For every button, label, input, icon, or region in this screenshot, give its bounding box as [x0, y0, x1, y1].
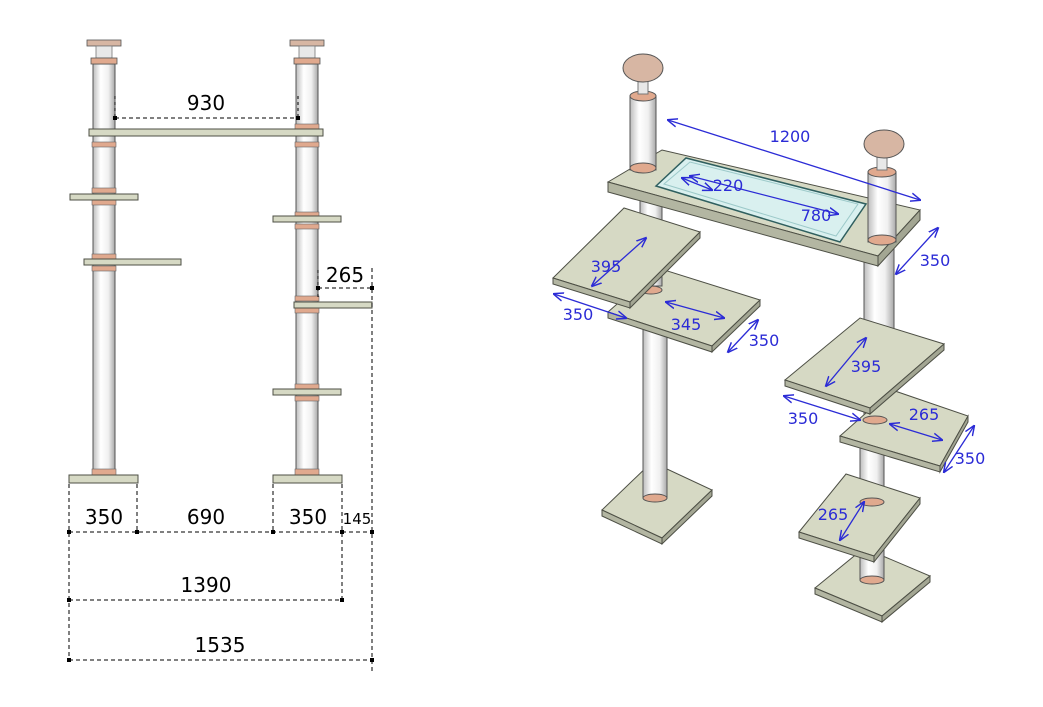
dim-right-mid-width: 265 — [909, 405, 940, 424]
front-shelves — [68, 128, 373, 484]
front-view: 930 265 350 690 350 145 1390 1535 — [67, 39, 374, 672]
dim-base-right: 350 — [289, 505, 327, 529]
dim-window-width: 220 — [713, 176, 744, 195]
iso-right-upper-shelf — [783, 245, 946, 416]
dim-window-length: 780 — [801, 206, 832, 225]
dim-top-length: 1200 — [770, 127, 811, 146]
dim-left-upper-depth: 395 — [591, 257, 622, 276]
dim-right-low-depth: 265 — [818, 505, 849, 524]
iso-left-top-post — [622, 53, 664, 174]
dim-right-mid-depth: 350 — [955, 449, 986, 468]
dim-base-gap: 690 — [187, 505, 225, 529]
front-dimensions — [68, 96, 373, 672]
dim-side-shelf: 265 — [326, 263, 364, 287]
iso-dimension-labels: 1200 220 780 350 395 350 345 350 395 350… — [563, 127, 986, 524]
dim-right-shelf-depth: 395 — [851, 357, 882, 376]
dim-top-span: 930 — [187, 91, 225, 115]
dim-outer-total: 1535 — [195, 633, 246, 657]
dim-left-upper-side: 350 — [563, 305, 594, 324]
iso-left-base — [601, 461, 713, 546]
dim-top-depth: 350 — [920, 251, 951, 270]
dim-left-lower-depth: 350 — [749, 331, 780, 350]
dim-left-lower-width: 345 — [671, 315, 702, 334]
dim-right-shelf-side: 350 — [788, 409, 819, 428]
front-right-post — [289, 39, 325, 477]
front-left-post — [86, 39, 122, 477]
front-dimension-ticks — [67, 116, 374, 662]
dim-inner-total: 1390 — [181, 573, 232, 597]
iso-view: 1200 220 780 350 395 350 345 350 395 350… — [553, 53, 986, 624]
dim-overhang: 145 — [343, 510, 372, 528]
dim-base-left: 350 — [85, 505, 123, 529]
iso-dimension-arrows — [554, 120, 974, 540]
